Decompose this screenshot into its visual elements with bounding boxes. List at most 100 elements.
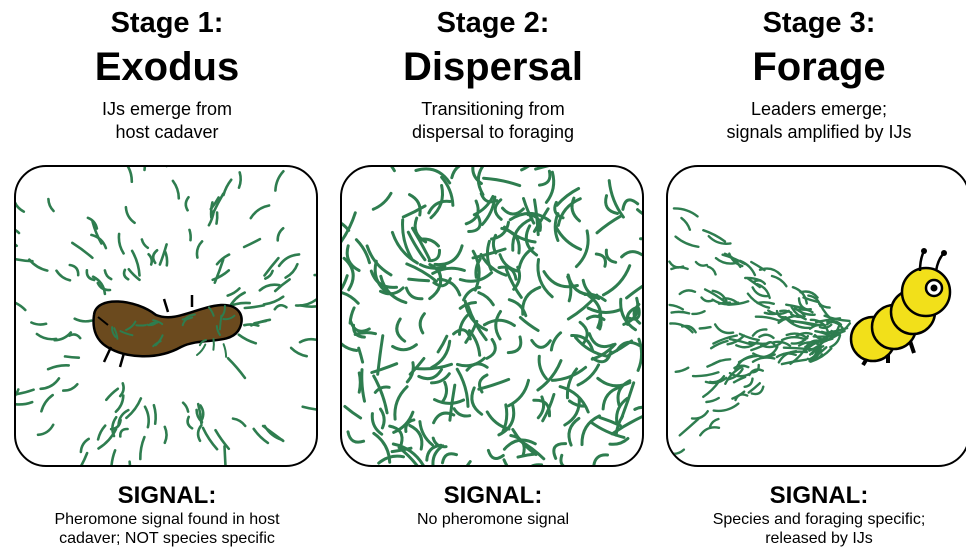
nematode-mark — [119, 234, 124, 254]
nematode-mark — [79, 453, 87, 465]
nematode-mark — [504, 460, 535, 465]
nematode-mark — [225, 446, 226, 465]
dispersal-illustration — [342, 167, 642, 465]
stage-1-signal-label: SIGNAL: — [6, 482, 328, 510]
stage-2-description: Transitioning from dispersal to foraging — [332, 98, 654, 144]
stage-1-column: Stage 1: Exodus IJs emerge from host cad… — [6, 0, 328, 549]
nematode-mark — [638, 210, 643, 222]
nematode-mark — [520, 318, 538, 331]
nematode-mark — [772, 276, 786, 286]
nematode-mark — [495, 200, 501, 220]
nematode-mark — [105, 270, 111, 279]
nematode-mark — [409, 279, 429, 281]
nematode-mark — [233, 419, 245, 426]
nematode-mark — [315, 269, 316, 275]
nematode-mark — [511, 436, 524, 456]
nematode-mark — [132, 251, 139, 276]
nematode-mark — [540, 171, 550, 185]
nematode-mark — [478, 167, 487, 195]
nematode-mark — [87, 270, 94, 280]
nematode-mark — [706, 398, 718, 402]
stage-3-signal-description: Species and foraging specific; released … — [658, 510, 966, 548]
nematode-mark — [484, 178, 520, 185]
nematode-mark — [365, 167, 394, 171]
nematode-mark — [342, 213, 355, 247]
nematode-mark — [635, 407, 642, 410]
nematode-mark — [680, 419, 699, 436]
nematode-mark — [126, 207, 135, 223]
nematode-mark — [560, 387, 588, 412]
nematode-mark — [48, 199, 53, 211]
nematode-mark — [756, 317, 779, 321]
nematode-mark — [406, 288, 422, 299]
nematode-mark — [112, 450, 116, 464]
nematode-mark — [561, 455, 570, 465]
nematode-mark — [538, 361, 561, 390]
nematode-mark — [765, 313, 778, 314]
nematode-mark — [245, 305, 264, 308]
nematode-mark — [217, 213, 218, 224]
nematode-mark — [120, 383, 123, 396]
nematode-mark — [98, 426, 105, 440]
nematode-mark — [588, 316, 605, 319]
nematode-mark — [81, 439, 89, 452]
nematode-mark — [140, 437, 144, 459]
stage-1-label: Stage 1: — [6, 6, 328, 40]
nematode-mark — [672, 450, 684, 454]
nematode-mark — [532, 340, 551, 347]
nematode-mark — [106, 389, 118, 400]
nematode-mark — [710, 419, 718, 426]
stage-3-signal-label: SIGNAL: — [658, 482, 966, 510]
nematode-mark — [197, 345, 205, 356]
nematode-mark — [503, 208, 524, 214]
nematode-mark — [211, 202, 212, 217]
nematode-mark — [127, 462, 130, 465]
nematode-mark — [395, 387, 407, 419]
nematode-mark — [479, 293, 494, 305]
nematode-mark — [142, 240, 148, 248]
nematode-mark — [558, 199, 580, 226]
nematode-mark — [518, 454, 538, 457]
nematode-mark — [419, 370, 442, 379]
nematode-mark — [708, 267, 716, 275]
nematode-mark — [251, 206, 269, 219]
nematode-mark — [38, 425, 53, 435]
nematode-mark — [16, 196, 24, 212]
nematode-mark — [627, 281, 642, 298]
stage-1-panel — [14, 165, 318, 467]
nematode-mark — [753, 357, 774, 361]
nematode-mark — [782, 337, 805, 340]
nematode-mark — [16, 228, 19, 233]
nematode-mark — [286, 264, 298, 277]
nematode-mark — [459, 462, 470, 465]
nematode-mark — [487, 340, 495, 359]
nematode-mark — [403, 206, 425, 217]
nematode-mark — [70, 265, 78, 275]
nematode-mark — [41, 395, 52, 411]
stage-2-signal-label: SIGNAL: — [332, 482, 654, 510]
nematode-mark — [374, 376, 387, 413]
nematode-mark — [606, 250, 615, 262]
nematode-mark — [275, 305, 287, 309]
nematode-mark — [670, 305, 683, 310]
nematode-mark — [496, 312, 501, 339]
nematode-mark — [120, 429, 127, 437]
nematode-mark — [198, 425, 201, 441]
nematode-mark — [41, 378, 59, 388]
nematode-mark — [464, 287, 480, 300]
nematode-mark — [759, 335, 773, 338]
stage-2-label: Stage 2: — [332, 6, 654, 40]
nematode-mark — [784, 348, 805, 349]
nematode-mark — [692, 311, 704, 314]
nematode-mark — [714, 404, 739, 411]
nematode-mark — [314, 457, 316, 465]
nematode-mark — [48, 365, 69, 369]
nematode-mark — [588, 308, 620, 312]
nematode-mark — [580, 322, 587, 344]
nematode-mark — [523, 287, 540, 314]
nematode-mark — [359, 348, 363, 362]
nematode-mark — [345, 407, 361, 419]
stage-2-panel — [340, 165, 644, 467]
nematode-mark — [676, 368, 689, 372]
nematode-mark — [578, 365, 599, 385]
